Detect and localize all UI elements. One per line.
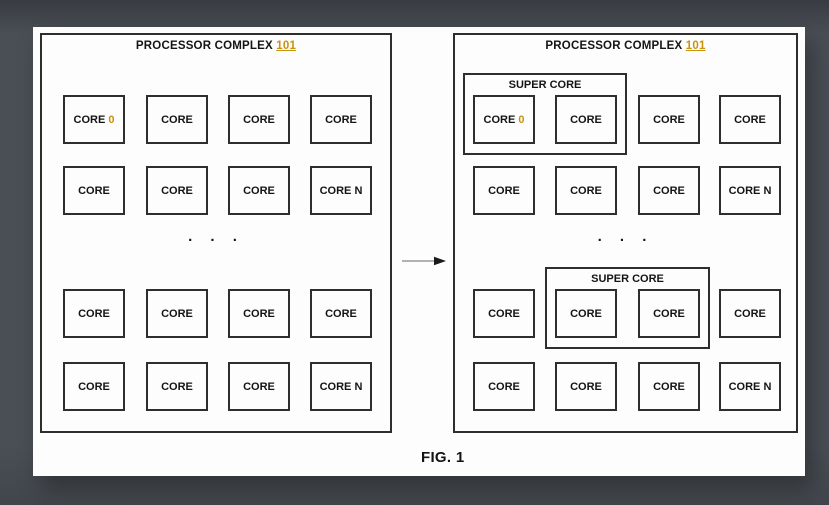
core-box: CORE (555, 95, 617, 144)
core-label: CORE (570, 184, 602, 197)
core-label: CORE (161, 380, 193, 393)
core-box: CORE (473, 289, 535, 338)
core-label: CORE N (728, 184, 772, 197)
core-label: CORE (243, 113, 275, 126)
core-label: CORE (78, 380, 110, 393)
core-label: CORE (488, 184, 520, 197)
core-label: CORE (488, 380, 520, 393)
core-label: CORE (734, 113, 766, 126)
core-box: CORE (638, 95, 700, 144)
core-label: CORE (243, 380, 275, 393)
core-box: CORE N (719, 166, 781, 215)
core-box: CORE (228, 289, 290, 338)
core-label: CORE (161, 184, 193, 197)
core-box: CORE (473, 362, 535, 411)
core-box: CORE (555, 362, 617, 411)
panel-title: PROCESSOR COMPLEX 101 (42, 40, 390, 52)
core-label: CORE (570, 113, 602, 126)
core-label: CORE (483, 113, 516, 126)
core-label: CORE (78, 307, 110, 320)
core-box: CORE N (719, 362, 781, 411)
core-box: CORE (146, 362, 208, 411)
core-index-accent: 0 (105, 113, 115, 126)
core-box: CORE (63, 362, 125, 411)
core-label: CORE (325, 307, 357, 320)
core-index-accent: 0 (515, 113, 525, 126)
core-label: CORE N (319, 380, 363, 393)
core-label: CORE (161, 113, 193, 126)
core-box: CORE (146, 166, 208, 215)
core-box: CORE (310, 95, 372, 144)
core-label: CORE N (728, 380, 772, 393)
transform-arrow-icon (402, 253, 446, 266)
core-box: CORE (228, 166, 290, 215)
super-core-label: SUPER CORE (508, 79, 582, 91)
core-label: CORE (243, 184, 275, 197)
core-label: CORE (243, 307, 275, 320)
core-label: CORE (325, 113, 357, 126)
core-box: CORE N (310, 166, 372, 215)
panel-ref-number: 101 (685, 40, 706, 52)
core-label: CORE (734, 307, 766, 320)
core-box: CORE 0 (63, 95, 125, 144)
core-box: CORE (473, 166, 535, 215)
panel-ref-number: 101 (276, 40, 297, 52)
core-box: CORE N (310, 362, 372, 411)
core-label: CORE (488, 307, 520, 320)
core-label: CORE (78, 184, 110, 197)
core-box: CORE (228, 362, 290, 411)
core-label: CORE (570, 380, 602, 393)
figure-caption: FIG. 1 (421, 449, 465, 466)
core-box: CORE (638, 289, 700, 338)
core-box: CORE (310, 289, 372, 338)
core-label: CORE (653, 380, 685, 393)
super-core-label: SUPER CORE (591, 273, 664, 285)
core-label: CORE (653, 307, 685, 320)
core-box: CORE (638, 362, 700, 411)
ellipsis-dots: . . . (188, 228, 244, 245)
core-box: CORE (63, 166, 125, 215)
core-box: CORE 0 (473, 95, 535, 144)
core-label: CORE (653, 184, 685, 197)
core-box: CORE (555, 289, 617, 338)
ellipsis-dots: . . . (597, 228, 654, 245)
core-box: CORE (719, 95, 781, 144)
core-label: CORE (653, 113, 685, 126)
core-box: CORE (63, 289, 125, 338)
core-box: CORE (555, 166, 617, 215)
core-label: CORE N (319, 184, 363, 197)
panel-title-text: PROCESSOR COMPLEX (545, 40, 683, 52)
processor-complex-right: PROCESSOR COMPLEX 101 . . . SUPER CORE SU… (453, 33, 798, 433)
core-box: CORE (146, 289, 208, 338)
core-box: CORE (638, 166, 700, 215)
core-box: CORE (228, 95, 290, 144)
panel-title-text: PROCESSOR COMPLEX (135, 40, 273, 52)
core-box: CORE (719, 289, 781, 338)
core-label: CORE (570, 307, 602, 320)
core-box: CORE (146, 95, 208, 144)
core-label: CORE (73, 113, 106, 126)
panel-title: PROCESSOR COMPLEX 101 (455, 40, 796, 52)
core-label: CORE (161, 307, 193, 320)
